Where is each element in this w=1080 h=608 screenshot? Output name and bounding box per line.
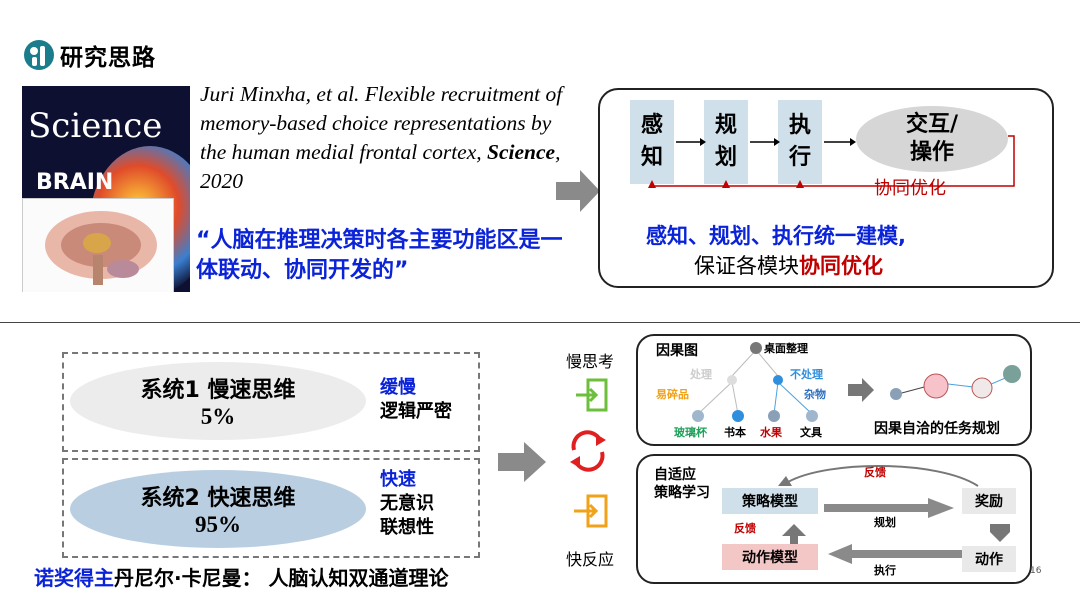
right-arrow-icon bbox=[498, 440, 546, 488]
causal-tree bbox=[692, 342, 1021, 422]
leaf-fruit: 水果 bbox=[760, 426, 782, 439]
exit-door-icon bbox=[572, 494, 610, 532]
science-cover-image: Science BRAIN bbox=[22, 86, 190, 292]
cover-headline: BRAIN bbox=[36, 170, 114, 195]
page-number: 16 bbox=[1030, 566, 1042, 576]
section-divider bbox=[0, 322, 1080, 323]
system1-ellipse: 系统1 慢速思维 5% bbox=[70, 362, 366, 440]
action-model: 动作模型 bbox=[722, 544, 818, 570]
stage-perceive: 感知 bbox=[630, 100, 674, 184]
citation-journal: Science bbox=[487, 140, 556, 164]
node-handle: 处理 bbox=[690, 368, 712, 381]
system1-box: 系统1 慢速思维 5% 缓慢 逻辑严密 bbox=[62, 352, 480, 452]
key-quote: “人脑在推理决策时各主要功能区是一体联动、协同开发的” bbox=[196, 228, 563, 283]
pipeline-connectors bbox=[648, 135, 1015, 188]
leaf-glass: 玻璃杯 bbox=[674, 426, 707, 439]
node-fragile: 易碎品 bbox=[656, 388, 689, 401]
causal-title: 因果图 bbox=[656, 343, 698, 359]
paper-citation: Juri Minxha, et al. Flexible recruitment… bbox=[200, 80, 570, 196]
causal-graph-panel: 因果图 桌面整理 处理 不处理 易碎品 杂物 玻璃杯 书本 水果 文具 因果自洽… bbox=[636, 334, 1032, 446]
policy-arrows bbox=[778, 464, 1010, 564]
system2-box: 系统2 快速思维 95% 快速 无意识 联想性 bbox=[62, 458, 480, 558]
slow-thinking-label: 慢思考 bbox=[566, 352, 615, 371]
right-arrow-icon bbox=[556, 168, 600, 218]
leaf-stationery: 文具 bbox=[800, 426, 822, 439]
citation-text: Juri Minxha, et al. Flexible recruitment… bbox=[200, 82, 563, 164]
pipeline-panel: 感知 规划 执行 交互/操作 协同优化 感知、规划、执行统一建模, 保证各模块协… bbox=[598, 88, 1054, 288]
brain-anatomy-diagram bbox=[22, 198, 174, 292]
feedback-left-label: 反馈 bbox=[734, 522, 756, 535]
citation-year: , 2020 bbox=[200, 140, 561, 193]
system2-ellipse: 系统2 快速思维 95% bbox=[70, 470, 366, 548]
feedback-top-label: 反馈 bbox=[864, 466, 886, 479]
policy-title: 自适应 策略学习 bbox=[654, 467, 710, 501]
cover-masthead: Science bbox=[28, 106, 163, 146]
causal-caption: 因果自洽的任务规划 bbox=[874, 421, 1000, 437]
enter-door-icon bbox=[574, 378, 610, 416]
system1-traits: 缓慢 逻辑严密 bbox=[380, 377, 452, 422]
node-no-handle: 不处理 bbox=[790, 368, 823, 381]
plan-label: 规划 bbox=[874, 516, 896, 529]
node-misc: 杂物 bbox=[804, 388, 826, 401]
pipeline-summary-line2: 保证各模块协同优化 bbox=[694, 254, 883, 278]
exec-label: 执行 bbox=[874, 564, 896, 577]
cycle-icon bbox=[566, 426, 610, 478]
kahneman-footer: 诺奖得主丹尼尔·卡尼曼： 人脑认知双通道理论 bbox=[34, 566, 449, 590]
pipeline-summary-line1: 感知、规划、执行统一建模, bbox=[646, 224, 906, 248]
stage-execute: 执行 bbox=[778, 100, 822, 184]
strategy-model: 策略模型 bbox=[722, 488, 818, 514]
feedback-label: 协同优化 bbox=[874, 178, 946, 199]
leaf-book: 书本 bbox=[724, 426, 746, 439]
page-title: 研究思路 bbox=[60, 45, 156, 71]
fast-reaction-label: 快反应 bbox=[566, 550, 615, 569]
brain-logo-icon bbox=[22, 38, 56, 72]
stage-plan: 规划 bbox=[704, 100, 748, 184]
action-node: 动作 bbox=[962, 546, 1016, 572]
stage-interact: 交互/操作 bbox=[856, 106, 1008, 172]
reward-node: 奖励 bbox=[962, 488, 1016, 514]
system2-traits: 快速 无意识 联想性 bbox=[380, 469, 434, 538]
policy-learning-panel: 自适应 策略学习 反馈 策略模型 奖励 规划 反馈 动作模型 动作 执行 bbox=[636, 454, 1032, 584]
node-root: 桌面整理 bbox=[764, 342, 808, 355]
